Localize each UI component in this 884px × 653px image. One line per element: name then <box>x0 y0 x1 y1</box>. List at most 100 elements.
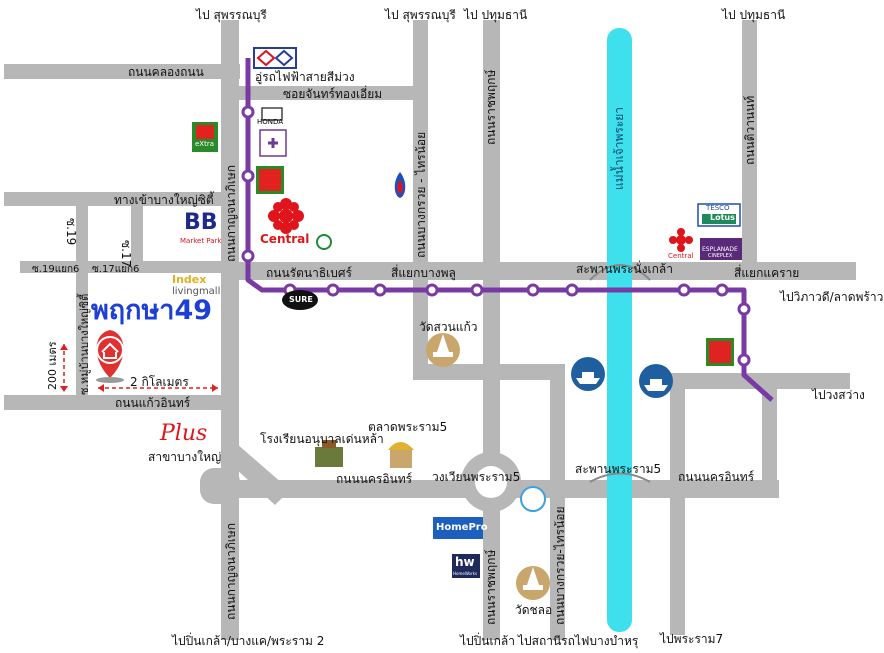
plus-logo-icon: Plus <box>159 421 207 446</box>
school-icon <box>315 440 343 467</box>
temple-icon-1 <box>426 333 460 367</box>
road-wat-suan-kaeo <box>413 364 563 380</box>
road-diagonal-left <box>221 430 290 505</box>
road-bang-kruai-2 <box>550 364 565 640</box>
distance-arrows <box>63 344 218 392</box>
brand-tesco: TESCO <box>706 204 730 212</box>
label-rama5-circle: วงเวียนพระราม5 <box>432 470 521 484</box>
temple-icon-2 <box>516 566 550 600</box>
label-kanchanaphisek-road-2: ถนนกาญจนาภิเษก <box>224 522 238 620</box>
label-to-pin-klao-mid: ไปปิ่นเกล้า <box>460 634 515 648</box>
label-soi-19-yaek-6: ซ.19แยก6 <box>32 264 80 275</box>
label-ratanathibet-road: ถนนรัตนาธิเบศร์ <box>266 266 352 280</box>
label-wat-chalo: วัดชลอ <box>515 603 553 617</box>
label-distance-200m: 200 เมตร <box>46 341 59 390</box>
rama5-bridge-arc <box>589 472 651 483</box>
label-soi-mu-ban-bang-yai-city: ซ.หมู่บ้านบางใหญ่ซิตี้ <box>78 293 91 395</box>
label-to-vibhavadi: ไปวิภาวดี/ลาดพร้าว <box>780 290 884 304</box>
road-rama7-2 <box>762 380 777 490</box>
label-to-pin-klao-left: ไปปิ่นเกล้า/บางแค/พระราม 2 <box>172 634 325 648</box>
road-ratanathibet <box>239 262 856 280</box>
label-chao-phraya-river: แม่น้ำเจ้าพระยา <box>612 106 626 190</box>
road-soi-19-6 <box>20 261 224 273</box>
brand-index-sub: livingmall <box>172 286 221 297</box>
label-to-suphan-2: ไป สุพรรณบุรี <box>385 8 456 22</box>
label-to-suphan-1: ไป สุพรรณบุรี <box>196 8 267 22</box>
label-rama5-market: ตลาดพระราม5 <box>368 420 448 434</box>
brand-bb-sub: Market Park <box>180 237 222 245</box>
label-ratchaphruek-road-top: ถนนราชพฤกษ์ <box>484 69 498 145</box>
label-wat-suan-kaeo: วัดสวนแก้ว <box>419 320 478 334</box>
brand-central: Central <box>260 232 310 246</box>
bigc-logo-icon-1 <box>256 166 284 194</box>
svg-text:Plus: Plus <box>159 421 207 446</box>
honda-logo-icon <box>261 107 283 121</box>
brand-esplanade-sub: CINEPLEX <box>708 253 733 259</box>
label-phra-nang-klao-bridge: สะพานพระนั่งเกล้า <box>576 262 673 276</box>
label-khae-rai-junction: สี่แยกแคราย <box>734 266 800 280</box>
ferry-icon-1 <box>571 357 605 391</box>
label-rama5-bridge: สะพานพระราม5 <box>575 462 662 476</box>
roads <box>4 20 856 640</box>
label-khlong-thanon-road: ถนนคลองถนน <box>128 65 204 79</box>
road-bang-yai-entrance <box>4 192 224 206</box>
label-to-bang-sue: ไปวงสว่าง <box>812 388 865 402</box>
label-kaeo-in-road: ถนนแก้วอินทร์ <box>115 396 191 410</box>
label-to-pathum-1: ไป ปทุมธานี <box>464 8 528 22</box>
label-nakhon-in-road-left: ถนนนครอินทร์ <box>336 472 413 486</box>
brand-honda: HONDA <box>257 118 284 126</box>
road-tiwanon <box>742 20 757 275</box>
label-plus-bang-yai: สาขาบางใหญ่ <box>148 450 222 464</box>
road-soi-19 <box>76 206 88 396</box>
homepro-logo-icon <box>433 517 483 539</box>
station-icon <box>520 486 546 512</box>
label-to-pathum-2: ไป ปทุมธานี <box>722 8 786 22</box>
label-kanchanaphisek-road: ถนนกาญจนาภิเษก <box>224 164 238 262</box>
road-kaeo-in <box>4 395 224 410</box>
sure-badge-icon <box>282 290 318 310</box>
label-soi-chan-thong-iam: ซอยจันทร์ทองเอี่ยม <box>283 87 383 101</box>
label-to-bang-bamru: ไปสถานีรถไฟบางบำหรุ <box>518 634 639 648</box>
tesco-lotus-logo-icon <box>697 203 741 227</box>
homeworks-logo-icon <box>452 554 480 578</box>
bigc-logo-icon-2 <box>706 338 734 366</box>
label-to-rama7: ไปพระราม7 <box>660 632 724 646</box>
brand-esplanade: ESPLANADE <box>702 246 738 253</box>
central-logo-icon <box>268 198 304 234</box>
brand-homepro: HomePro <box>436 522 488 533</box>
road-rama7 <box>670 380 685 635</box>
label-ratchaphruek-road-bottom: ถนนราชพฤกษ์ <box>484 549 498 625</box>
hospital-icon <box>259 129 287 157</box>
central-logo-icon-small <box>669 228 693 252</box>
label-bang-yai-entrance: ทางเข้าบางใหญ่ซิตี้ <box>114 193 214 207</box>
label-school: โรงเรียนอนุบาลเด่นหล้า <box>260 432 384 446</box>
brand-index: Index <box>172 273 207 286</box>
mrt-logo-icon <box>253 47 297 69</box>
road-soi-chan <box>239 86 419 100</box>
brand-hw: hw <box>455 555 475 569</box>
label-bang-kruai-sai-noi-road: ถนนบางกรวย - ไทรน้อย <box>414 131 428 258</box>
road-soi-17 <box>131 206 143 261</box>
label-soi-19: ซ.19 <box>64 218 78 246</box>
chao-phraya-river <box>607 28 632 632</box>
label-pruksa-49: พฤกษา49 <box>91 295 213 326</box>
brand-lotus: Lotus <box>710 213 735 222</box>
bank-icon <box>316 234 332 250</box>
purple-line-route <box>245 58 774 402</box>
label-soi-17-yaek-6: ซ.17แยก6 <box>92 264 140 275</box>
road-khlong-thanon <box>4 64 240 79</box>
brand-hw-sub: HomeWorks <box>453 571 478 576</box>
label-purple-line: อู่รถไฟฟ้าสายสีม่วง <box>255 70 355 84</box>
brand-central-small: Central <box>668 252 694 260</box>
road-nakhon-in-left <box>200 468 240 504</box>
label-bang-kruai-sai-noi-road-2: ถนนบางกรวย-ไทรน้อย <box>553 506 567 625</box>
brand-sure: SURE <box>289 295 313 304</box>
home-pin-icon <box>96 330 124 383</box>
label-nakhon-in-road-right: ถนนนครอินทร์ <box>678 470 755 484</box>
bigc-extra-logo-icon <box>192 122 218 152</box>
esplanade-logo-icon <box>700 238 742 260</box>
phra-nang-klao-bridge-arc <box>589 264 651 281</box>
brand-bb: BB <box>184 210 218 235</box>
ferry-icon-2 <box>639 364 673 398</box>
